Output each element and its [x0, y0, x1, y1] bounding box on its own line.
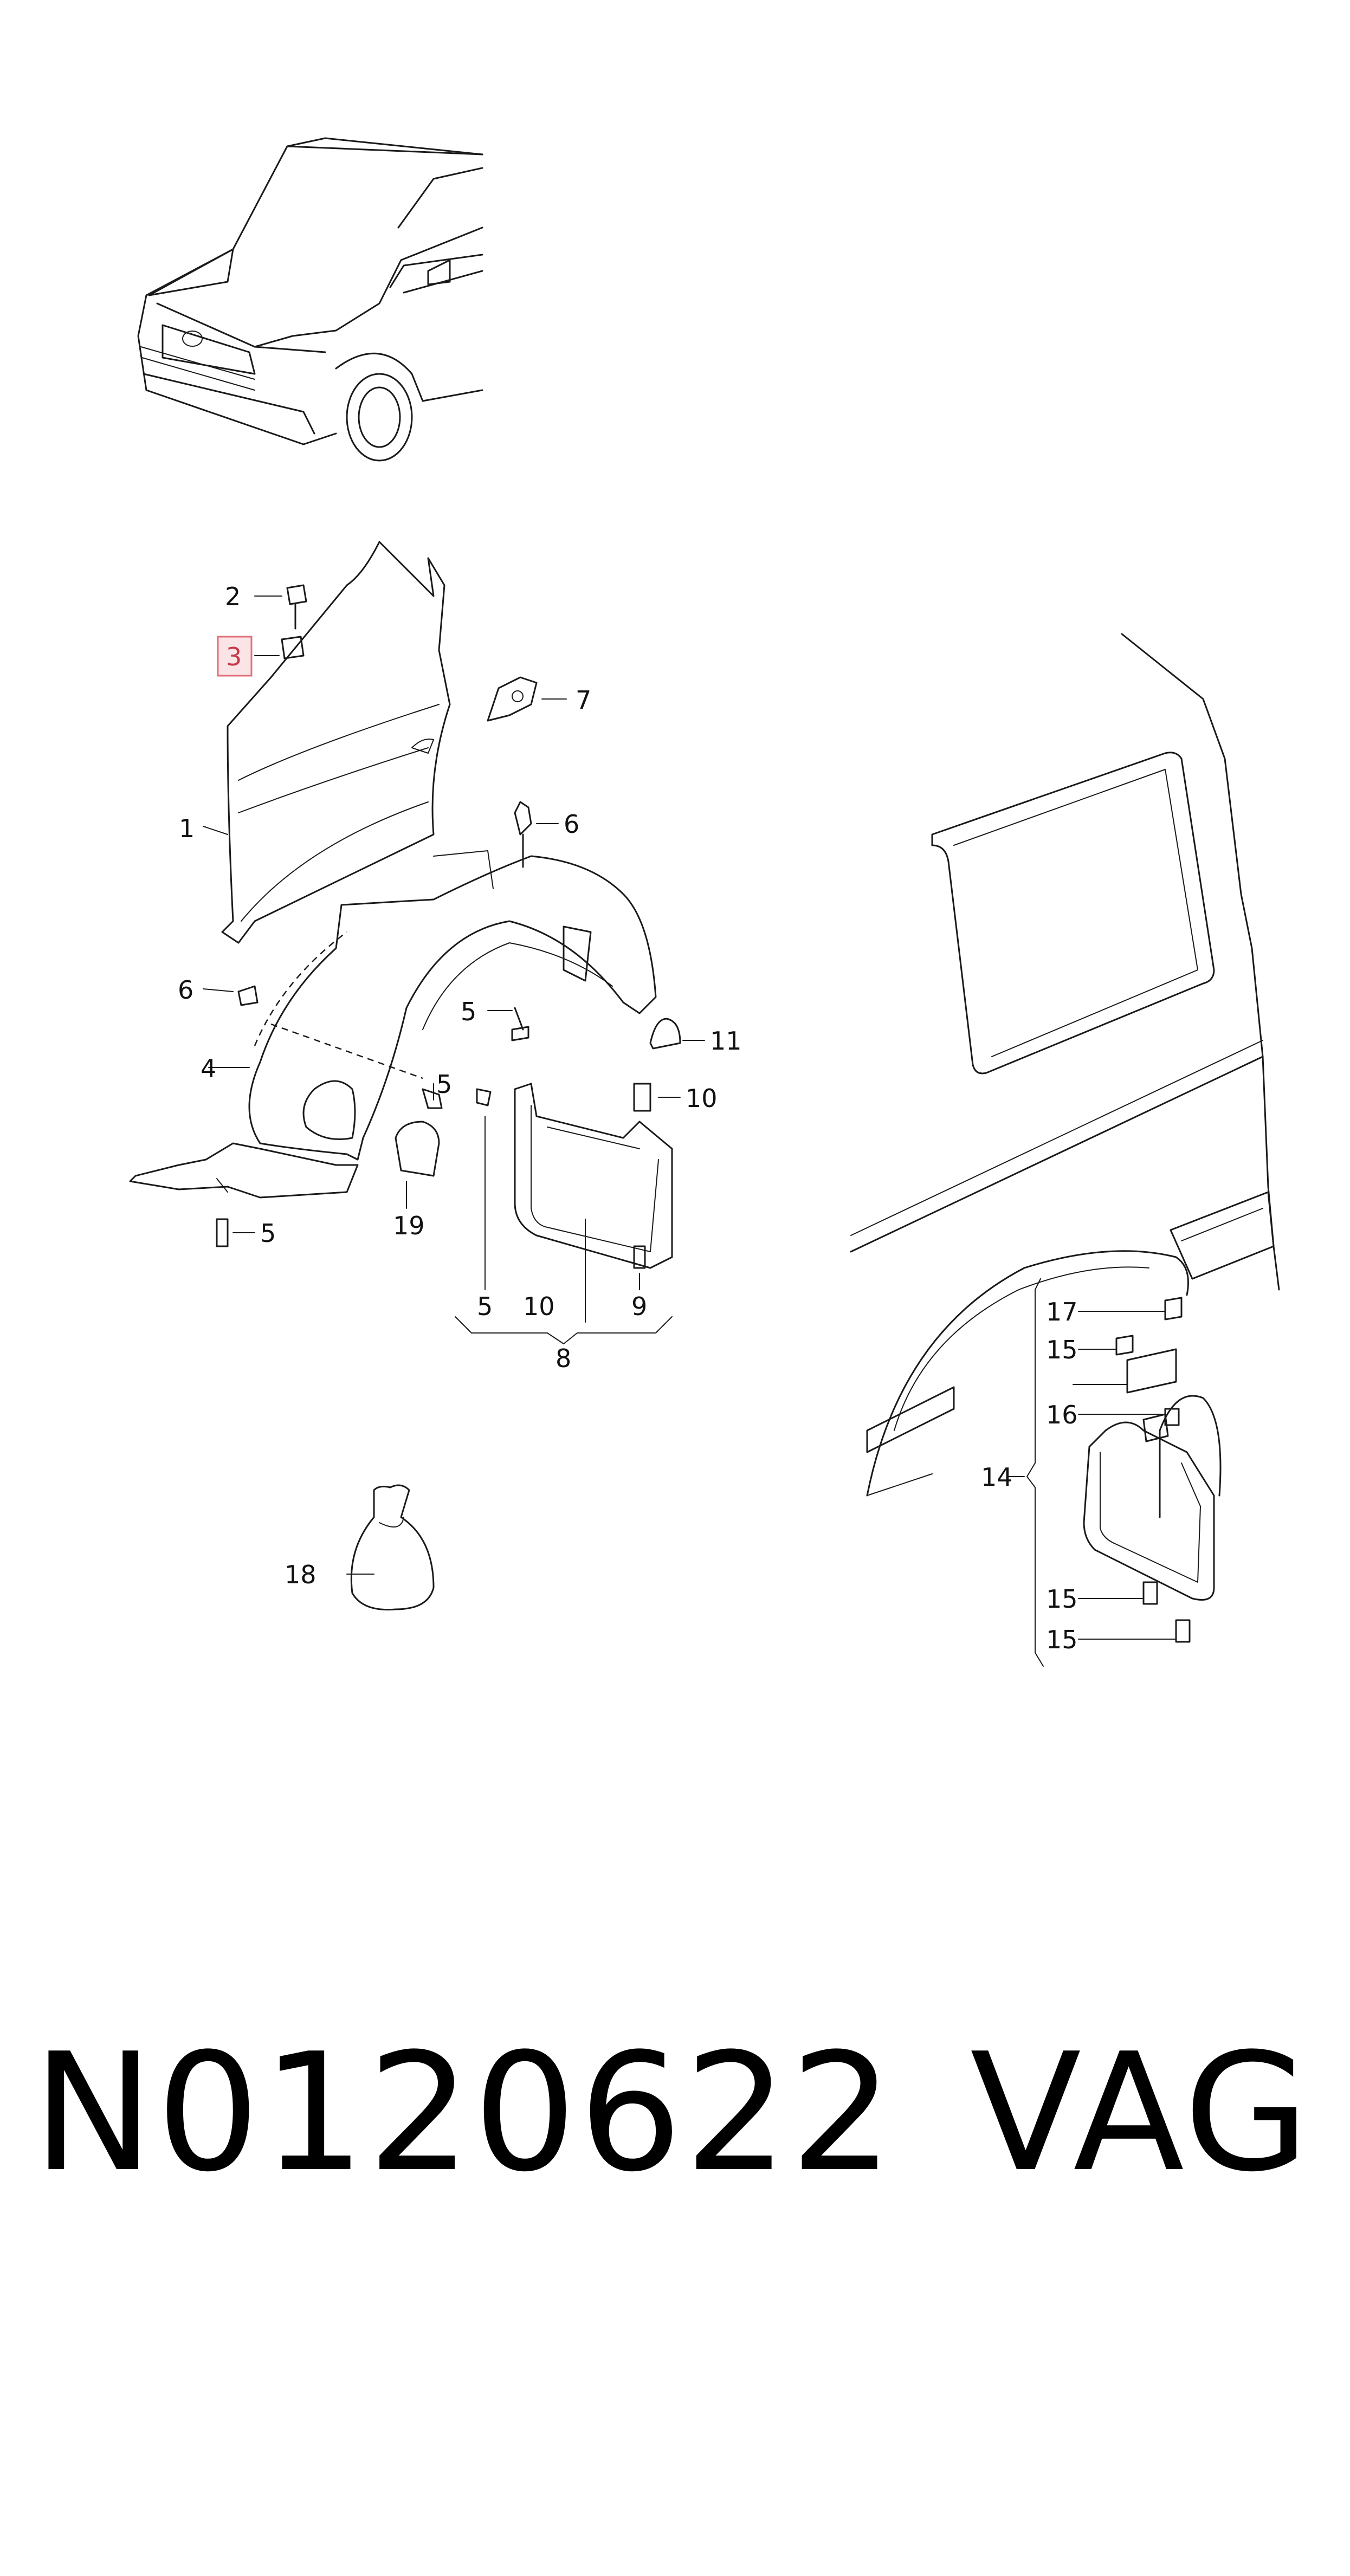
callout-17: 17	[1046, 1297, 1078, 1326]
bracket-7	[487, 676, 538, 722]
callout-labels: 2 3 7 1 6 6 5 11 4 5 10 5 19 5 10 9 8 18…	[178, 582, 1078, 1654]
callout-11: 11	[710, 1026, 742, 1056]
leader-lines	[203, 596, 1177, 1667]
parts-diagram: 2 3 7 1 6 6 5 11 4 5 10 5 19 5 10 9 8 18…	[33, 137, 1322, 2205]
front-fender	[221, 541, 451, 944]
fasteners	[216, 584, 651, 1269]
callout-3: 3	[226, 642, 242, 671]
underbody-shield	[129, 1142, 359, 1199]
callout-9: 9	[631, 1292, 647, 1321]
bag-18	[350, 1484, 435, 1611]
callout-5-upper: 5	[436, 1070, 452, 1099]
callout-10-right: 10	[686, 1084, 718, 1113]
callout-8: 8	[555, 1344, 571, 1373]
callout-16: 16	[1046, 1400, 1078, 1429]
callout-18: 18	[285, 1560, 316, 1589]
callout-3-highlight	[217, 636, 253, 677]
callout-7: 7	[576, 685, 591, 715]
vehicle-thumbnail	[137, 137, 483, 462]
callout-4: 4	[201, 1054, 216, 1083]
seal-19	[395, 1121, 440, 1177]
callout-5-mid: 5	[461, 997, 476, 1026]
callout-6-top: 6	[564, 810, 579, 839]
callout-6-left: 6	[178, 975, 193, 1005]
callout-15-b: 15	[1046, 1584, 1078, 1614]
part-number: N0120622	[33, 2018, 896, 2208]
callout-2: 2	[225, 582, 241, 611]
callout-15-c: 15	[1046, 1625, 1078, 1654]
brand-name: VAG	[970, 2018, 1312, 2208]
callout-10-bottom: 10	[523, 1292, 555, 1321]
callout-19: 19	[393, 1211, 425, 1240]
callout-1: 1	[179, 814, 195, 843]
mud-flap-front	[514, 1083, 673, 1269]
diagram-canvas: 2 3 7 1 6 6 5 11 4 5 10 5 19 5 10 9 8 18…	[129, 137, 1280, 1667]
wheel-housing-liner	[248, 850, 657, 1161]
caption: N0120622 VAG	[33, 2021, 1322, 2205]
callout-14: 14	[981, 1462, 1013, 1492]
callout-5-lower: 5	[260, 1219, 276, 1248]
callout-5-bottom: 5	[477, 1292, 493, 1321]
callout-15-a: 15	[1046, 1335, 1078, 1364]
rear-body-side	[850, 633, 1280, 1497]
cap-11	[649, 1018, 681, 1050]
